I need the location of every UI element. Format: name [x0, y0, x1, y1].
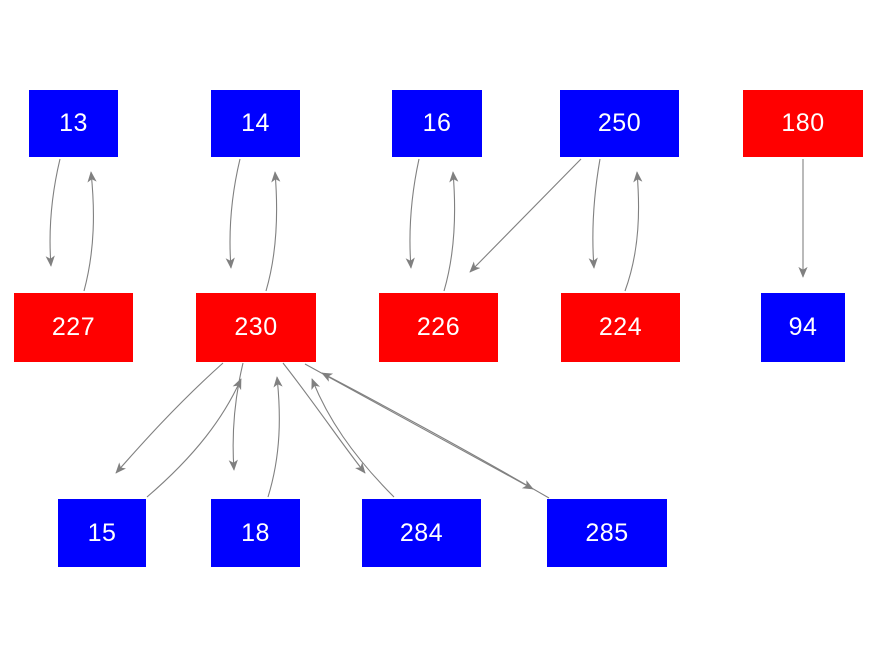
node-18[interactable]: 18	[211, 499, 300, 567]
node-label-16: 16	[422, 109, 452, 137]
node-227[interactable]: 227	[14, 293, 133, 362]
node-label-18: 18	[241, 518, 270, 547]
node-226[interactable]: 226	[379, 293, 498, 362]
node-15[interactable]: 15	[58, 499, 146, 567]
node-label-14: 14	[241, 109, 270, 137]
node-285[interactable]: 285	[547, 499, 667, 567]
node-94[interactable]: 94	[761, 293, 845, 362]
node-250[interactable]: 250	[560, 90, 679, 157]
node-label-250: 250	[597, 109, 642, 137]
node-16[interactable]: 16	[392, 90, 482, 157]
node-label-15: 15	[87, 518, 117, 547]
node-label-224: 224	[598, 313, 643, 341]
node-label-284: 284	[399, 518, 444, 547]
node-label-13: 13	[59, 109, 88, 137]
node-label-230: 230	[234, 313, 278, 341]
node-13[interactable]: 13	[29, 90, 118, 157]
node-230[interactable]: 230	[196, 293, 316, 362]
node-label-94: 94	[788, 313, 818, 341]
node-224[interactable]: 224	[561, 293, 680, 362]
node-label-226: 226	[416, 313, 461, 341]
node-180[interactable]: 180	[743, 90, 863, 157]
node-284[interactable]: 284	[362, 499, 481, 567]
node-label-180: 180	[781, 109, 825, 137]
node-label-285: 285	[585, 518, 629, 547]
node-label-227: 227	[51, 313, 96, 341]
node-14[interactable]: 14	[211, 90, 300, 157]
